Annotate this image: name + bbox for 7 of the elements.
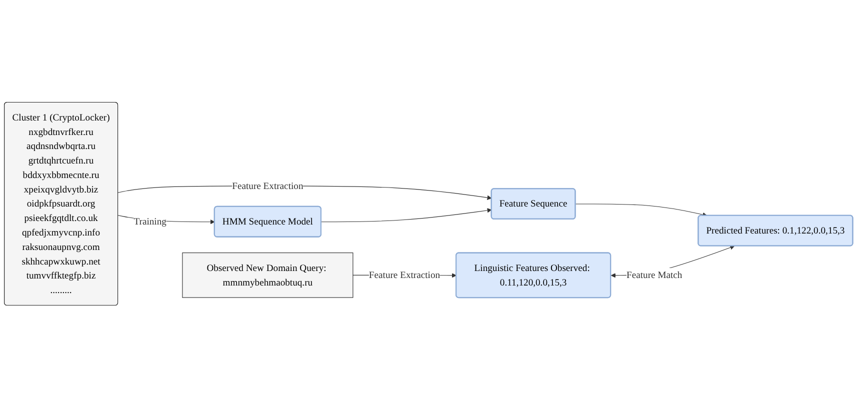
edge-label: Feature Extraction	[232, 180, 304, 192]
edge-label: Feature Extraction	[368, 270, 440, 280]
arrow	[320, 208, 492, 222]
edge-label: Feature Match	[626, 270, 682, 280]
arrow	[575, 204, 708, 218]
edge-label: Training	[134, 216, 166, 227]
node-box: Observed New Domain Query: mmnmybehmaobtuq.ru	[182, 252, 354, 298]
